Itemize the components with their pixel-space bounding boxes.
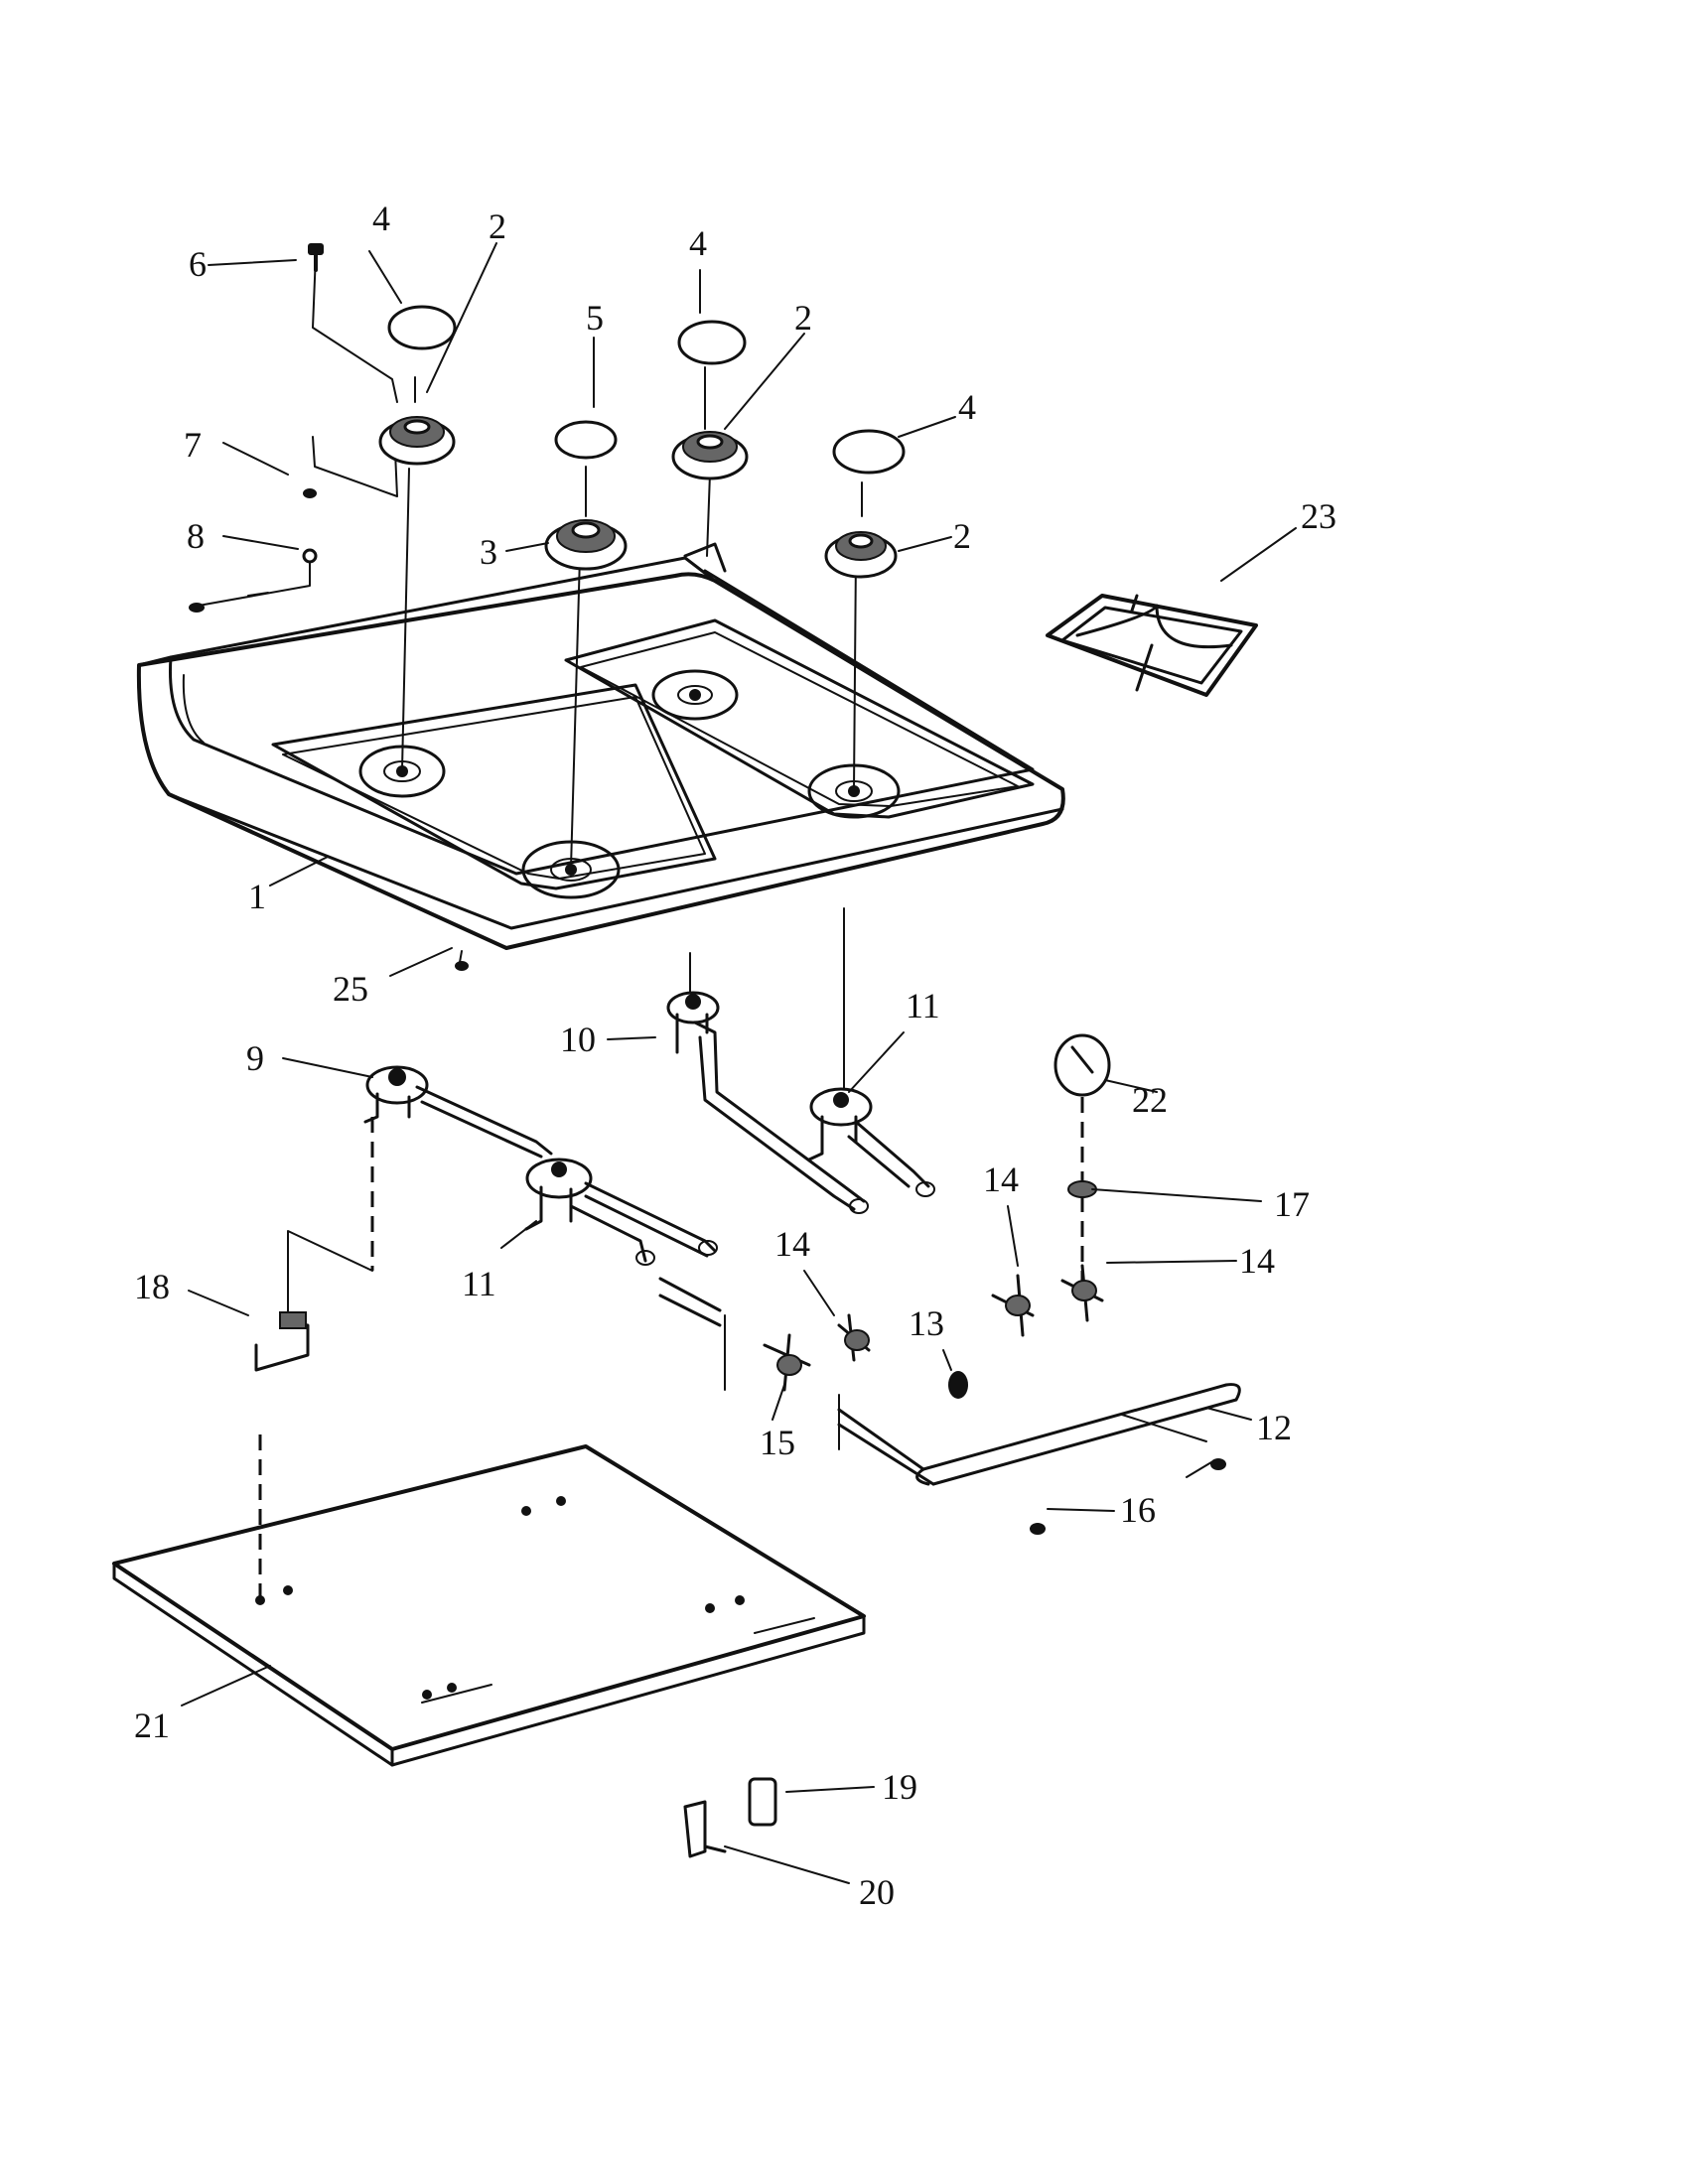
callout-15: 15 xyxy=(760,1423,795,1462)
callout-13: 13 xyxy=(909,1303,944,1343)
callout-5: 5 xyxy=(586,298,604,338)
callout-4-center: 4 xyxy=(689,223,707,263)
callout-25: 25 xyxy=(333,969,368,1009)
callout-4-right: 4 xyxy=(958,387,976,427)
manifold-pipe xyxy=(658,1277,1241,1486)
callout-labels: 1 2 2 2 3 4 4 4 5 6 7 8 9 10 11 11 12 13… xyxy=(134,199,1336,1912)
callout-20: 20 xyxy=(859,1872,895,1912)
small-fittings xyxy=(455,950,1226,1535)
callout-2-left: 2 xyxy=(489,206,506,246)
callout-18: 18 xyxy=(134,1267,170,1306)
callout-14-right: 14 xyxy=(1239,1241,1275,1281)
callout-14-center: 14 xyxy=(983,1160,1019,1199)
callout-16: 16 xyxy=(1120,1490,1156,1530)
cooktop-main-top xyxy=(136,542,1065,950)
callout-21: 21 xyxy=(134,1706,170,1745)
callout-8: 8 xyxy=(187,516,205,556)
callout-22: 22 xyxy=(1132,1080,1168,1120)
callout-4-left: 4 xyxy=(372,199,390,238)
callout-19: 19 xyxy=(882,1767,917,1807)
callout-2-right: 2 xyxy=(953,516,971,556)
callout-7: 7 xyxy=(184,425,202,465)
callout-1: 1 xyxy=(248,877,266,916)
callout-23: 23 xyxy=(1301,496,1336,536)
callout-3: 3 xyxy=(480,532,497,572)
callout-11-lower: 11 xyxy=(462,1264,496,1303)
bottom-panel xyxy=(112,1444,866,1767)
callout-11-upper: 11 xyxy=(906,986,940,1025)
burner-grate xyxy=(1046,594,1258,697)
burner-heads xyxy=(378,416,898,579)
callout-6: 6 xyxy=(189,244,207,284)
brackets xyxy=(254,1311,777,1858)
callout-9: 9 xyxy=(246,1038,264,1078)
assembly-guide-lines xyxy=(258,253,1084,1598)
callout-2-center: 2 xyxy=(794,298,812,338)
callout-12: 12 xyxy=(1256,1408,1292,1447)
callout-10: 10 xyxy=(560,1020,596,1059)
callout-17: 17 xyxy=(1274,1184,1310,1224)
screw-and-clips xyxy=(189,243,324,613)
leader-lines xyxy=(181,242,1297,1884)
burner-tubes xyxy=(363,991,935,1266)
burner-caps xyxy=(387,305,906,475)
callout-14-left: 14 xyxy=(774,1224,810,1264)
gas-valves xyxy=(763,1264,1104,1392)
